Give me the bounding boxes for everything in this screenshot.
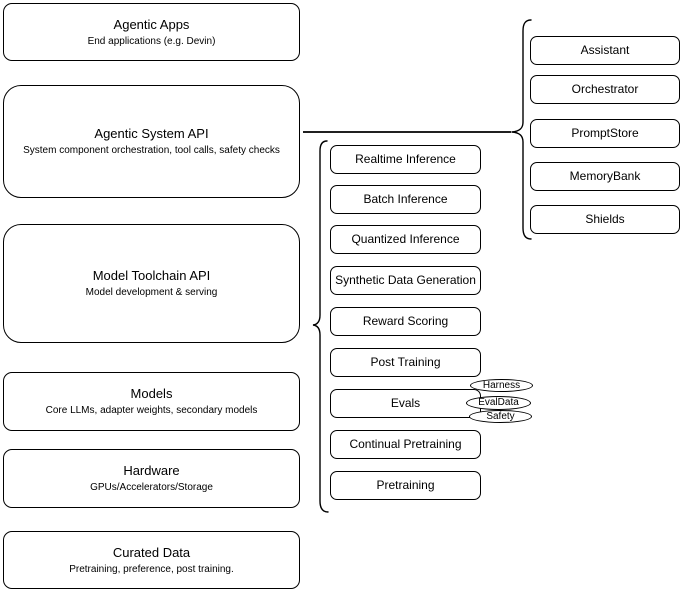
- tag-label: Harness: [482, 379, 521, 391]
- node-post-training: Post Training: [330, 348, 481, 377]
- node-label: Evals: [390, 396, 421, 410]
- tag-label: Safety: [486, 410, 515, 422]
- node-title: Curated Data: [112, 544, 191, 560]
- node-label: Batch Inference: [363, 192, 448, 206]
- bracket-toolchain: [312, 140, 329, 513]
- node-model-toolchain-api: Model Toolchain API Model development & …: [3, 224, 300, 343]
- node-label: Reward Scoring: [362, 314, 449, 328]
- node-synthetic-data-generation: Synthetic Data Generation: [330, 266, 481, 295]
- node-title: Models: [130, 386, 173, 401]
- tag-harness: Harness: [470, 379, 533, 392]
- node-promptstore: PromptStore: [530, 119, 680, 148]
- node-label: Pretraining: [376, 478, 435, 492]
- node-reward-scoring: Reward Scoring: [330, 307, 481, 336]
- node-models: Models Core LLMs, adapter weights, secon…: [3, 372, 300, 431]
- node-title: Model Toolchain API: [92, 268, 211, 283]
- node-subtitle: Model development & serving: [85, 287, 218, 298]
- node-pretraining: Pretraining: [330, 471, 481, 500]
- node-agentic-system-api: Agentic System API System component orch…: [3, 85, 300, 198]
- node-memorybank: MemoryBank: [530, 162, 680, 191]
- node-subtitle: End applications (e.g. Devin): [87, 35, 216, 47]
- node-label: Assistant: [580, 43, 630, 57]
- node-curated-data: Curated Data Pretraining, preference, po…: [3, 531, 300, 589]
- node-title: Agentic Apps: [113, 16, 190, 32]
- node-title: Agentic System API: [94, 126, 209, 141]
- node-realtime-inference: Realtime Inference: [330, 145, 481, 174]
- node-evals: Evals: [330, 389, 481, 418]
- node-batch-inference: Batch Inference: [330, 185, 481, 214]
- node-subtitle: Pretraining, preference, post training.: [69, 563, 234, 575]
- node-label: Orchestrator: [571, 82, 639, 96]
- node-quantized-inference: Quantized Inference: [330, 225, 481, 254]
- node-subtitle: GPUs/Accelerators/Storage: [90, 482, 213, 493]
- node-shields: Shields: [530, 205, 680, 234]
- tag-evaldata: EvalData: [466, 396, 531, 410]
- tag-label: EvalData: [478, 397, 519, 408]
- node-agentic-apps: Agentic Apps End applications (e.g. Devi…: [3, 3, 300, 61]
- node-title: Hardware: [123, 463, 180, 478]
- node-orchestrator: Orchestrator: [530, 75, 680, 104]
- node-label: Realtime Inference: [355, 152, 456, 166]
- node-subtitle: Core LLMs, adapter weights, secondary mo…: [45, 405, 258, 416]
- node-hardware: Hardware GPUs/Accelerators/Storage: [3, 449, 300, 508]
- node-label: Continual Pretraining: [349, 437, 462, 451]
- tag-safety: Safety: [469, 410, 532, 423]
- node-assistant: Assistant: [530, 36, 680, 65]
- node-label: Shields: [585, 212, 625, 226]
- node-label: Synthetic Data Generation: [335, 273, 476, 287]
- node-subtitle: System component orchestration, tool cal…: [23, 145, 280, 156]
- node-label: Post Training: [370, 355, 441, 369]
- node-continual-pretraining: Continual Pretraining: [330, 430, 481, 459]
- node-label: MemoryBank: [569, 169, 641, 183]
- node-label: PromptStore: [571, 126, 639, 140]
- bracket-system-components: [511, 19, 532, 240]
- node-label: Quantized Inference: [351, 232, 460, 246]
